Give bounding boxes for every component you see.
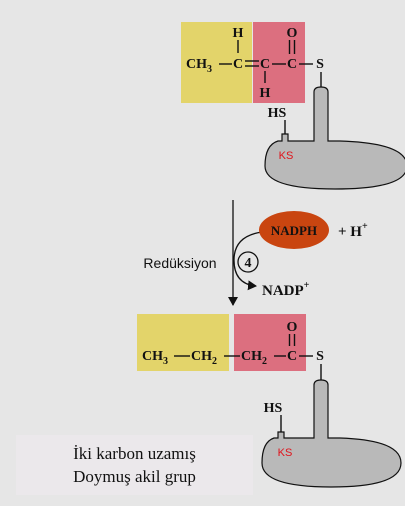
yellow-box-bottom (137, 314, 229, 371)
reduction-label: Redüksiyon (143, 255, 216, 271)
caption-box: İki karbon uzamış Doymuş akil grup (16, 435, 253, 495)
plus-h-label: + H+ (338, 221, 368, 240)
bottom-enzyme: HS KS (261, 379, 402, 488)
top-c-carbonyl: C (287, 57, 297, 72)
bottom-ks-label: KS (278, 447, 293, 459)
bottom-ch2-a: CH2 (191, 349, 217, 367)
caption-line-1: İki karbon uzamış (73, 444, 196, 463)
bottom-enzyme-body (261, 379, 402, 488)
red-box-top (253, 22, 305, 103)
bottom-hs-label: HS (264, 401, 283, 416)
bottom-oxygen: O (287, 320, 298, 335)
top-enzyme-body (264, 86, 405, 190)
step-4-number: 4 (245, 256, 252, 271)
top-c-alpha: C (260, 57, 270, 72)
top-h-lower: H (260, 86, 271, 101)
yellow-box-top (181, 22, 252, 103)
top-oxygen: O (287, 26, 298, 41)
top-sulfur: S (316, 57, 324, 72)
bottom-molecule: CH3 CH2 CH2 C O S (137, 314, 324, 380)
reaction-step: Redüksiyon 4 NADPH + H+ NADP+ (143, 200, 368, 306)
cofactor-curve (233, 231, 263, 291)
top-ch3: CH3 (186, 57, 212, 75)
bottom-c-carbonyl: C (287, 349, 297, 364)
step-4-circle (237, 251, 259, 273)
caption-line-2: Doymuş akil grup (73, 467, 196, 486)
top-c-beta: C (233, 57, 243, 72)
top-hs-label: HS (268, 106, 287, 121)
nadp-label: NADP+ (262, 280, 310, 299)
bottom-ch2-b: CH2 (241, 349, 267, 367)
top-enzyme: HS KS (264, 86, 405, 190)
top-ks-label: KS (279, 150, 294, 162)
top-h-upper: H (233, 26, 244, 41)
nadph-ellipse (259, 211, 329, 249)
bottom-ch3: CH3 (142, 349, 168, 367)
top-molecule: H CH3 C C H C O S (181, 22, 324, 103)
nadph-label: NADPH (271, 223, 317, 238)
bottom-sulfur: S (316, 349, 324, 364)
